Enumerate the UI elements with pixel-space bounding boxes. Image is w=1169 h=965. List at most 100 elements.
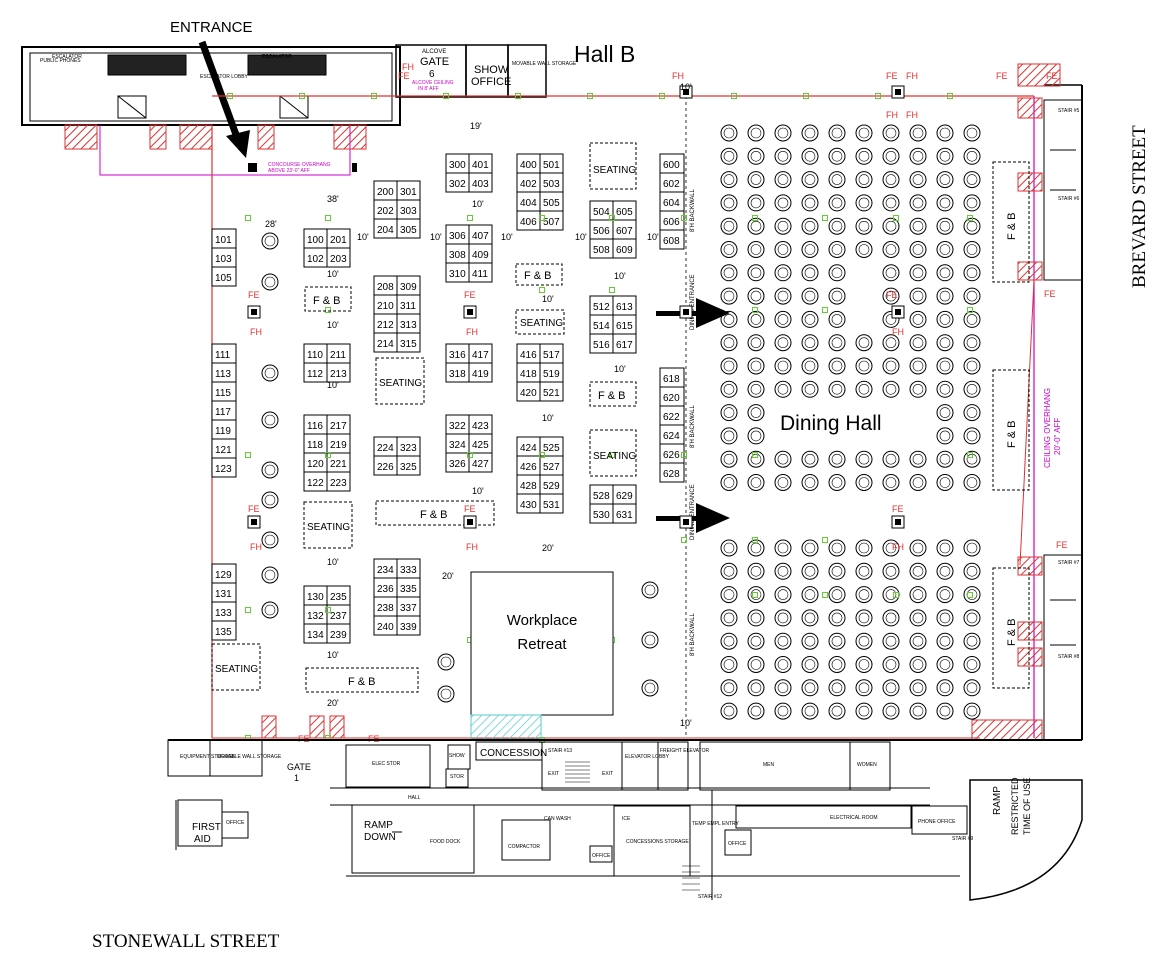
- svg-text:214: 214: [377, 339, 394, 350]
- stair-13-label: STAIR #13: [548, 748, 572, 754]
- svg-text:617: 617: [616, 340, 633, 351]
- backwall-label-3: 8'H BACKWALL: [690, 612, 696, 656]
- aisle-width-labels: 19' 38' 28' 10' 10' 10' 10' 10' 10' 10' …: [265, 82, 692, 728]
- booth-122: 122: [303, 471, 328, 492]
- round-table: [261, 531, 279, 549]
- svg-text:529: 529: [543, 481, 560, 492]
- svg-text:10': 10': [647, 232, 659, 242]
- svg-text:118: 118: [307, 440, 323, 451]
- booth-425: 425: [468, 433, 493, 454]
- round-table: [801, 124, 819, 142]
- svg-text:521: 521: [543, 388, 560, 399]
- round-table: [720, 264, 738, 282]
- round-table: [720, 404, 738, 422]
- svg-text:411: 411: [472, 269, 488, 280]
- round-table: [747, 310, 765, 328]
- hall-label: HALL: [408, 795, 421, 801]
- round-table: [828, 124, 846, 142]
- svg-text:135: 135: [215, 627, 232, 638]
- booth-111: 111: [211, 343, 237, 364]
- svg-text:111: 111: [215, 350, 231, 361]
- floor-marker: [467, 452, 473, 458]
- round-table: [882, 380, 900, 398]
- round-table: [909, 124, 927, 142]
- booth-402: 402: [516, 172, 541, 193]
- workplace-retreat-hatch: [470, 714, 542, 740]
- svg-text:123: 123: [215, 464, 232, 475]
- round-table: [936, 334, 954, 352]
- round-table: [936, 147, 954, 165]
- round-table: [963, 474, 981, 491]
- round-table: [774, 474, 792, 491]
- fh-label: FH: [250, 327, 262, 337]
- round-table: [801, 217, 819, 235]
- svg-text:339: 339: [400, 622, 417, 633]
- svg-text:240: 240: [377, 622, 394, 633]
- floor-marker: [659, 93, 665, 99]
- round-table: [963, 334, 981, 352]
- floor-marker: [893, 592, 899, 598]
- round-table: [774, 562, 792, 580]
- round-table: [720, 586, 738, 604]
- escalator-lobby-label: ESCALATOR LOBBY: [200, 74, 249, 80]
- booth-605: 605: [612, 200, 637, 221]
- round-table: [747, 632, 765, 650]
- svg-text:602: 602: [663, 179, 680, 190]
- fe-label: FE: [886, 290, 898, 300]
- booth-631: 631: [612, 503, 637, 524]
- booth-layer: 1011031051111131151171191211231291311331…: [211, 153, 685, 644]
- round-table: [720, 450, 738, 468]
- booth-113: 113: [211, 362, 237, 383]
- fe-label: FE: [886, 71, 898, 81]
- restricted-label: RESTRICTED: [1010, 777, 1020, 835]
- svg-text:501: 501: [543, 160, 560, 171]
- round-table: [747, 380, 765, 398]
- round-table: [882, 450, 900, 468]
- fe-label: FE: [248, 504, 260, 514]
- booth-226: 226: [373, 455, 398, 476]
- round-table: [720, 194, 738, 212]
- round-table: [720, 702, 738, 720]
- round-table: [720, 609, 738, 627]
- round-table: [774, 450, 792, 468]
- floor-marker: [539, 215, 545, 221]
- round-table: [801, 357, 819, 375]
- entrance-label: ENTRANCE: [170, 19, 253, 36]
- round-table: [963, 539, 981, 557]
- booth-404: 404: [516, 191, 541, 212]
- svg-text:613: 613: [616, 302, 633, 313]
- round-table: [747, 679, 765, 697]
- round-table: [774, 264, 792, 282]
- svg-text:100: 100: [307, 235, 324, 246]
- svg-text:10': 10': [327, 380, 339, 390]
- svg-text:503: 503: [543, 179, 560, 190]
- round-table: [909, 147, 927, 165]
- svg-text:239: 239: [330, 630, 347, 641]
- round-table: [437, 685, 455, 703]
- fnb-label-5: F & B: [348, 676, 376, 688]
- svg-text:113: 113: [215, 369, 231, 380]
- temp-empl-label: TEMP EMPL ENTRY: [692, 821, 740, 827]
- fnb-label-2: F & B: [524, 270, 552, 282]
- round-table: [747, 147, 765, 165]
- svg-text:418: 418: [520, 369, 537, 380]
- round-table: [936, 194, 954, 212]
- round-table: [909, 380, 927, 398]
- round-table: [963, 656, 981, 673]
- round-table: [774, 171, 792, 189]
- round-table: [828, 264, 846, 282]
- fe-label: FE: [248, 290, 260, 300]
- elevator-lobby-label: ELEVATOR LOBBY: [625, 754, 670, 760]
- svg-text:516: 516: [593, 340, 610, 351]
- round-table: [828, 702, 846, 720]
- round-table: [828, 539, 846, 557]
- round-table: [909, 194, 927, 212]
- round-table: [774, 357, 792, 375]
- stonewall-street-label: STONEWALL STREET: [92, 931, 280, 952]
- ramp-down-label: RAMP: [364, 820, 393, 831]
- booth-525: 525: [539, 436, 564, 457]
- round-table: [437, 653, 455, 671]
- stor-label: STOR: [450, 774, 464, 780]
- booth-102: 102: [303, 247, 328, 268]
- booth-306: 306: [445, 224, 470, 245]
